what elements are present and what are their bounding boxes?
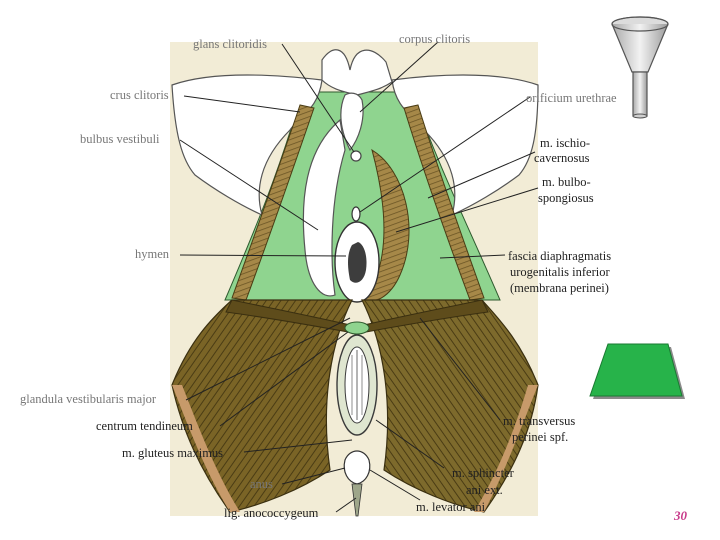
leader-anus <box>281 467 346 485</box>
label-orificium-urethrae: orificium urethrae <box>526 91 617 105</box>
label-fascia-line3: (membrana perinei) <box>510 281 609 295</box>
label-crus-clitoris: crus clitoris <box>110 88 169 102</box>
leader-crus <box>183 95 301 113</box>
label-m-bulbospongiosus-line2: spongiosus <box>538 191 594 205</box>
pelvic-bone-right <box>391 74 539 217</box>
leader-bulbus <box>179 139 319 231</box>
glans-clitoridis <box>350 150 362 162</box>
leader-lig <box>335 497 357 513</box>
pubic-symphysis <box>321 49 393 96</box>
m-gluteus-maximus-right <box>361 299 539 513</box>
label-m-sphincter-line1: m. sphincter <box>452 466 514 480</box>
leader-sphincter <box>375 419 445 469</box>
label-m-levator-ani: m. levator ani <box>416 500 486 514</box>
label-fascia-line1: fascia diaphragmatis <box>508 249 612 263</box>
label-m-ischiocavernosus-line1: m. ischio- <box>540 136 590 150</box>
leader-bulbo <box>395 187 539 233</box>
anus <box>343 450 371 485</box>
leader-glandula <box>185 317 351 401</box>
orificium-urethrae <box>351 206 361 222</box>
leader-ischio <box>427 151 536 199</box>
label-m-sphincter-line2: ani ext. <box>466 483 503 497</box>
label-lig-anococcygeum: lig. anococcygeum <box>224 506 319 520</box>
label-m-transversus-line1: m. transversus <box>503 414 576 428</box>
leader-centrum <box>219 331 349 427</box>
label-m-transversus-line2: perinei spf. <box>512 430 569 444</box>
label-centrum-tendineum: centrum tendineum <box>96 419 193 433</box>
label-bulbus-vestibuli: bulbus vestibuli <box>80 132 160 146</box>
clitoris <box>340 92 364 152</box>
leader-glans <box>281 43 355 153</box>
label-m-ischiocavernosus-line2: cavernosus <box>534 151 590 165</box>
lig-anococcygeum-shape <box>351 483 363 517</box>
label-hymen: hymen <box>135 247 170 261</box>
leader-transversus <box>419 317 501 421</box>
funnel-icon <box>611 16 669 119</box>
label-m-gluteus-maximus: m. gluteus maximus <box>122 446 224 460</box>
leader-corpus <box>359 41 439 113</box>
trapezoid-icon <box>589 343 685 399</box>
m-bulbospongiosus-right <box>364 148 410 302</box>
label-anus: anus <box>250 477 273 491</box>
leader-orificium <box>359 96 531 213</box>
label-fascia-line2: urogenitalis inferior <box>510 265 610 279</box>
hymen <box>348 242 367 283</box>
page-number: 30 <box>674 508 687 523</box>
label-glandula-vestibularis: glandula vestibularis major <box>20 392 157 406</box>
ischial-border-right <box>474 385 538 512</box>
ischial-border-left <box>172 385 240 512</box>
leader-lines <box>179 41 539 513</box>
leader-gluteus <box>243 439 353 453</box>
label-glans-clitoridis: glans clitoridis <box>193 37 267 51</box>
leader-hymen <box>179 254 347 257</box>
label-m-bulbospongiosus-line1: m. bulbo- <box>542 175 591 189</box>
leader-fascia <box>439 254 506 259</box>
leader-levator <box>369 469 421 501</box>
bulbus-vestibuli-left <box>302 118 346 297</box>
centrum-tendineum <box>344 321 370 335</box>
m-gluteus-maximus-left <box>171 299 353 513</box>
label-corpus-clitoris: corpus clitoris <box>399 32 471 46</box>
